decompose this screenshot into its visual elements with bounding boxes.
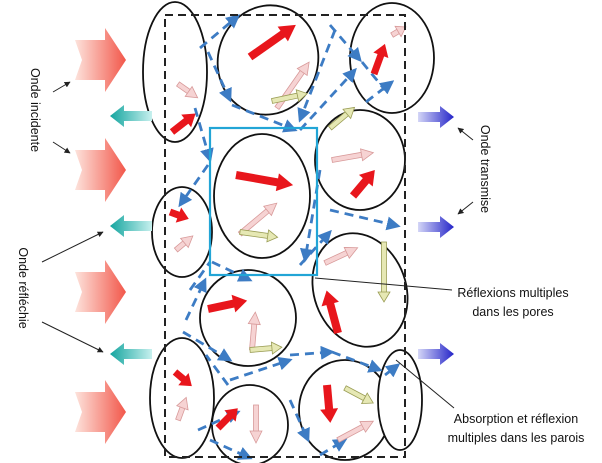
leader-lines <box>41 81 474 409</box>
internal-ray-arrow <box>343 385 374 405</box>
incident-wave-arrow <box>75 28 126 92</box>
internal-ray-arrow <box>336 420 375 443</box>
label-wall-absorption-line2: multiples dans les parois <box>447 431 585 445</box>
internal-ray-arrow <box>247 24 296 61</box>
label-wall-absorption-line1: Absorption et réflexion <box>453 412 579 426</box>
pore-cell <box>298 359 392 461</box>
reflected-wave-arrow <box>110 343 152 365</box>
internal-ray-arrow <box>176 81 199 99</box>
pore-cell <box>216 4 320 116</box>
reflected-wave-arrow <box>110 215 152 237</box>
label-pore-reflections-line2: dans les pores <box>472 305 554 319</box>
transmitted-waves <box>418 106 454 365</box>
pore-cell <box>377 349 423 451</box>
absorbed-ray-arrows <box>239 89 391 405</box>
internal-ray-arrow <box>237 202 278 237</box>
dashed-ray-path <box>178 14 401 460</box>
internal-ray-arrow <box>327 106 356 131</box>
internal-ray-arrow <box>207 294 248 313</box>
pore-cell <box>314 109 406 211</box>
transmitted-wave-arrow <box>418 106 454 128</box>
internal-ray-arrow <box>175 396 189 422</box>
pore-cell <box>213 133 311 259</box>
reflected-wave-arrow <box>110 105 152 127</box>
material-border <box>164 14 406 458</box>
internal-ray-arrow <box>173 235 194 253</box>
internal-ray-arrow <box>321 290 342 335</box>
internal-ray-arrow <box>249 341 283 355</box>
strong-ray-arrows <box>168 24 389 431</box>
label-pore-reflections-line1: Réflexions multiples <box>457 286 569 300</box>
internal-ray-arrow <box>239 229 279 243</box>
internal-ray-arrow <box>249 404 263 444</box>
internal-ray-arrow <box>370 43 389 76</box>
reflected-waves <box>110 105 152 365</box>
incident-wave-arrow <box>75 380 126 444</box>
internal-ray-arrow <box>168 207 189 223</box>
transmitted-wave-arrow <box>418 343 454 365</box>
internal-ray-arrow <box>331 148 375 163</box>
internal-ray-arrow <box>323 247 359 266</box>
pore-cell <box>349 2 435 114</box>
pore-highlight-box <box>208 126 319 277</box>
internal-ray-arrow <box>349 169 375 199</box>
incident-waves <box>75 28 126 444</box>
internal-ray-arrow <box>169 113 196 135</box>
pore-cell <box>149 337 215 459</box>
weak-ray-arrows <box>173 25 407 444</box>
pore-cell <box>211 384 289 463</box>
label-wall-absorption: Absorption et réflexion multiples dans l… <box>432 410 600 448</box>
label-incident-wave: Onde incidente <box>28 67 42 153</box>
transmitted-wave-arrow <box>418 216 454 238</box>
internal-ray-arrow <box>271 89 308 104</box>
internal-ray-arrow <box>377 241 391 303</box>
internal-ray-arrow <box>320 384 339 423</box>
incident-wave-arrow <box>75 138 126 202</box>
internal-ray-arrow <box>172 369 192 387</box>
incident-wave-arrow <box>75 260 126 324</box>
label-pore-reflections: Réflexions multiples dans les pores <box>438 284 588 322</box>
label-reflected-wave: Onde réfléchie <box>16 247 30 329</box>
internal-ray-arrow <box>235 171 294 192</box>
label-transmitted-wave: Onde transmise <box>478 124 492 214</box>
internal-ray-arrow <box>215 408 238 431</box>
pore-cell <box>142 1 208 143</box>
pore-cells <box>142 1 435 463</box>
material-block <box>142 1 435 463</box>
internal-ray-arrow <box>390 25 407 38</box>
pore-cell <box>151 186 213 278</box>
